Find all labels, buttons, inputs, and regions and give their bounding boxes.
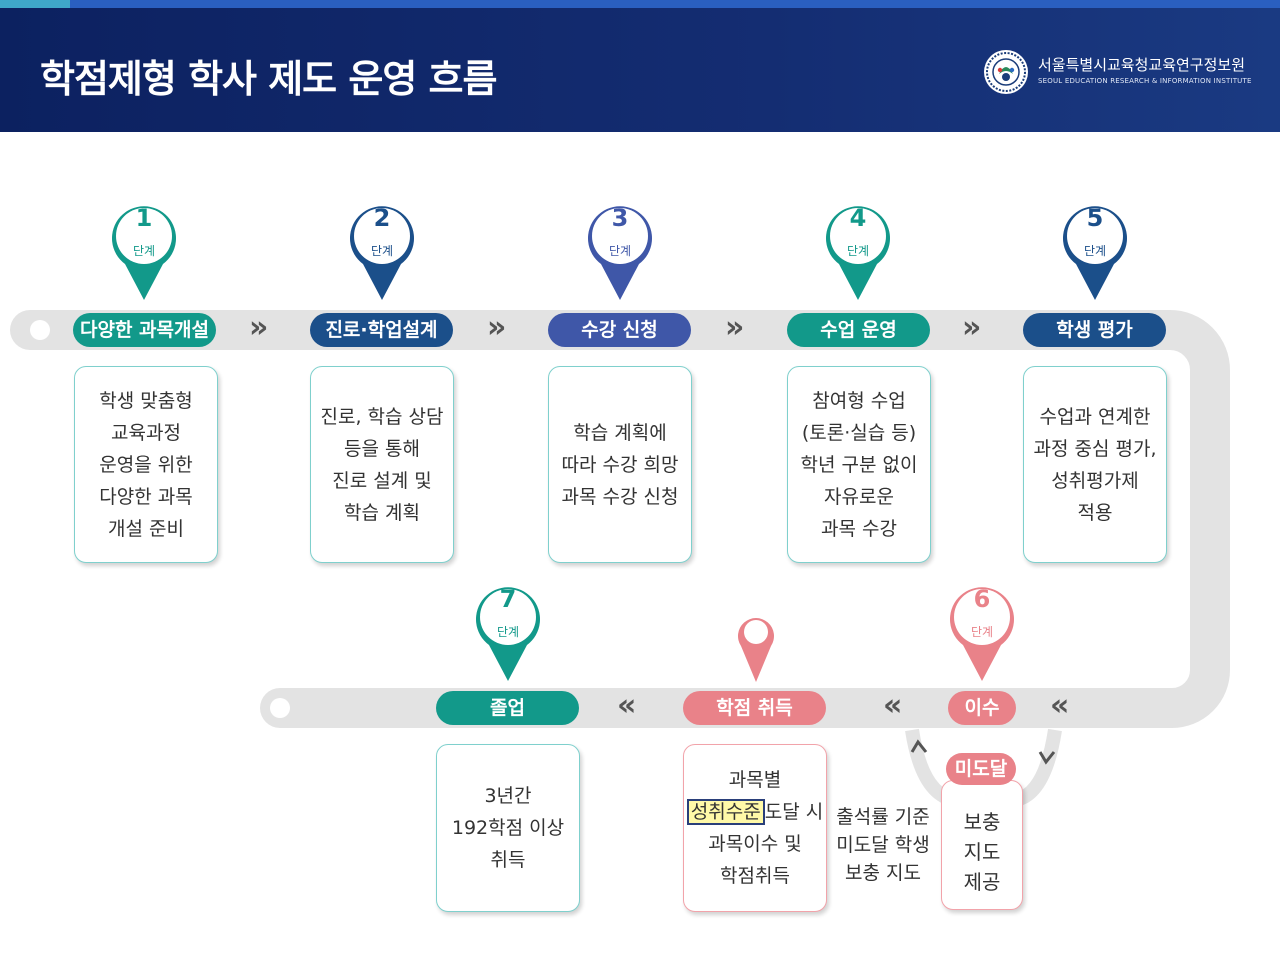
fail-box: 보충 지도 제공 <box>941 780 1023 910</box>
stage-6-label: 이수 <box>948 691 1016 725</box>
stage-2-number: 2 <box>373 204 391 232</box>
stage-4-sub: 단계 <box>846 244 870 258</box>
stage-1-sub: 단계 <box>132 244 156 258</box>
stage-7-pin-icon: 7 단계 <box>473 567 543 683</box>
stage-1-desc: 학생 맞춤형 교육과정 운영을 위한 다양한 과목 개설 준비 <box>74 366 218 563</box>
org-emblem-icon <box>984 50 1028 94</box>
stage-6-sub: 단계 <box>970 625 994 639</box>
credit-line-1: 과목별 <box>728 769 782 791</box>
stage-2-label: 진로·학업설계 <box>310 313 453 347</box>
fail-arrow-right-icon <box>1038 751 1056 765</box>
credit-label: 학점 취득 <box>683 691 826 725</box>
page-title: 학점제형 학사 제도 운영 흐름 <box>40 57 497 101</box>
org-logo: 서울특별시교육청교육연구정보원 SEOUL EDUCATION RESEARCH… <box>984 50 1254 98</box>
chevron-left-icon: « <box>883 688 903 723</box>
track-path <box>10 310 1230 728</box>
chevron-left-icon: « <box>1050 688 1070 723</box>
fail-label: 미도달 <box>946 753 1016 785</box>
stage-6-number: 6 <box>973 585 991 613</box>
org-name-english: SEOUL EDUCATION RESEARCH & INFORMATION I… <box>1038 77 1252 85</box>
track-end-dot <box>270 698 290 718</box>
stage-3-desc: 학습 계획에 따라 수강 희망 과목 수강 신청 <box>548 366 692 563</box>
chevron-left-icon: « <box>617 688 637 723</box>
achievement-highlight: 성취수준 <box>686 799 765 825</box>
chevron-right-icon: » <box>487 310 507 345</box>
header-top-accent <box>0 0 70 8</box>
stage-7-number: 7 <box>499 585 517 613</box>
stage-4-number: 4 <box>849 204 867 232</box>
stage-3-sub: 단계 <box>608 244 632 258</box>
stage-2-sub: 단계 <box>370 244 394 258</box>
stage-3-number: 3 <box>611 204 629 232</box>
fail-arrow-left-icon <box>910 739 928 753</box>
stage-4-desc: 참여형 수업 (토론·실습 등) 학년 구분 없이 자유로운 과목 수강 <box>787 366 931 563</box>
chevron-right-icon: » <box>962 310 982 345</box>
stage-7-desc: 3년간 192학점 이상 취득 <box>436 744 580 912</box>
stage-4-pin-icon: 4 단계 <box>823 186 893 302</box>
stage-5-sub: 단계 <box>1083 244 1107 258</box>
stage-5-label: 학생 평가 <box>1023 313 1166 347</box>
stage-3-pin-icon: 3 단계 <box>585 186 655 302</box>
stage-1-pin-icon: 1 단계 <box>109 186 179 302</box>
track-start-dot <box>30 320 50 340</box>
credit-line-3: 과목이수 및 <box>708 833 802 855</box>
stage-1-number: 1 <box>135 204 153 232</box>
stage-7-sub: 단계 <box>496 625 520 639</box>
stage-5-pin-icon: 5 단계 <box>1060 186 1130 302</box>
stage-4-label: 수업 운영 <box>787 313 930 347</box>
stage-5-number: 5 <box>1086 204 1104 232</box>
stage-6-pin-icon: 6 단계 <box>947 567 1017 683</box>
chevron-right-icon: » <box>249 310 269 345</box>
header-banner: 학점제형 학사 제도 운영 흐름 서울특별시교육청교육연구정보원 SEOUL E… <box>0 0 1280 132</box>
stage-2-pin-icon: 2 단계 <box>347 186 417 302</box>
stage-1-label: 다양한 과목개설 <box>73 313 216 347</box>
stage-5-desc: 수업과 연계한 과정 중심 평가, 성취평가제 적용 <box>1023 366 1167 563</box>
stage-7-label: 졸업 <box>436 691 579 725</box>
stage-3-label: 수강 신청 <box>548 313 691 347</box>
header-top-stripe <box>0 0 1280 8</box>
credit-line-4: 학점취득 <box>720 865 790 887</box>
chevron-right-icon: » <box>725 310 745 345</box>
org-name: 서울특별시교육청교육연구정보원 <box>1038 56 1246 74</box>
credit-line-2-rest: 도달 시 <box>764 801 824 823</box>
fail-note: 출석률 기준 미도달 학생 보충 지도 <box>836 806 930 884</box>
credit-pin-icon <box>736 606 776 684</box>
stage-2-desc: 진로, 학습 상담 등을 통해 진로 설계 및 학습 계획 <box>310 366 454 563</box>
